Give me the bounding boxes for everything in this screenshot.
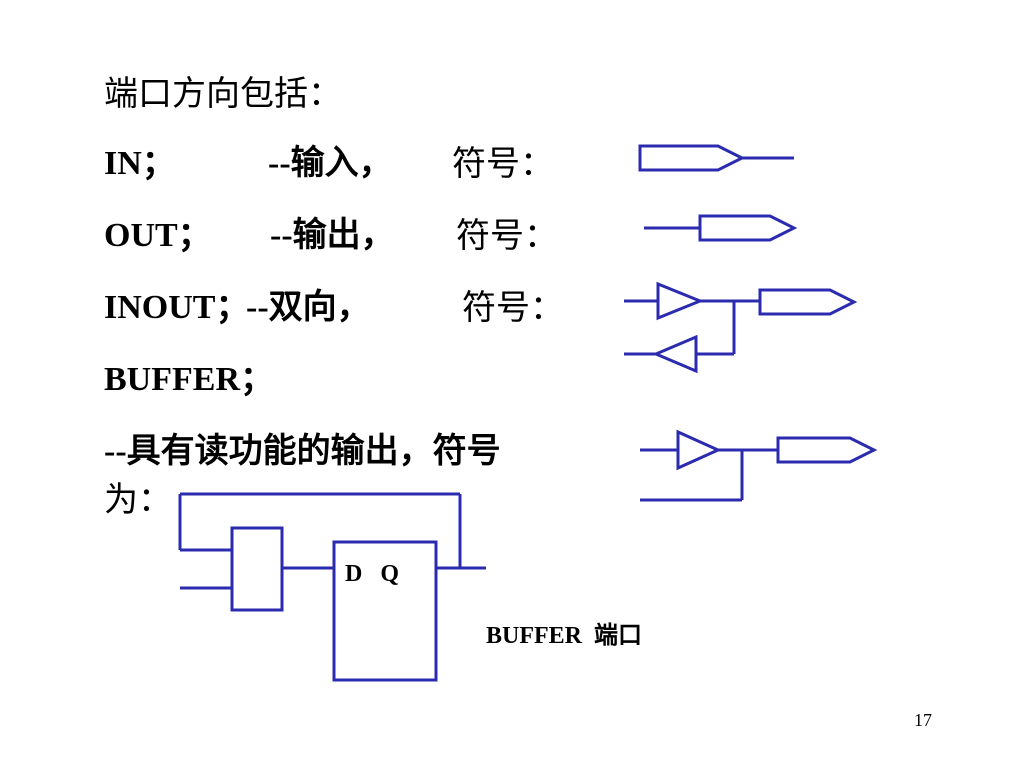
mode-inout-name: INOUT；: [104, 289, 250, 326]
mode-buffer-name: BUFFER；: [104, 361, 274, 398]
page-number: 17: [914, 710, 932, 730]
in-port-symbol: [638, 144, 794, 172]
flipflop-label: D Q: [345, 561, 399, 587]
buffer-port-caption: BUFFER 端口: [486, 623, 642, 649]
out-port-symbol: [644, 214, 798, 242]
buffer-port-symbol: [640, 429, 878, 502]
mode-in-symbol-label: 符号：: [452, 144, 554, 184]
mode-inout-symbol-label: 符号：: [462, 288, 564, 328]
heading: 端口方向包括：: [104, 74, 342, 114]
mode-in-desc: --输入，: [268, 145, 393, 182]
buffer-circuit-diagram: [178, 492, 486, 682]
inout-port-symbol: [624, 281, 858, 374]
mode-out-symbol-label: 符号：: [456, 216, 558, 256]
mode-inout-desc: --双向，: [246, 289, 371, 326]
mode-out-desc: --输出，: [270, 217, 395, 254]
buffer-note-line1: --具有读功能的输出，符号: [104, 433, 501, 470]
logic-gate-box: [230, 526, 284, 612]
buffer-note-line2: 为：: [104, 480, 172, 520]
mode-out-name: OUT；: [104, 217, 212, 254]
mode-in-name: IN；: [104, 145, 176, 182]
flipflop-box: [332, 540, 438, 682]
